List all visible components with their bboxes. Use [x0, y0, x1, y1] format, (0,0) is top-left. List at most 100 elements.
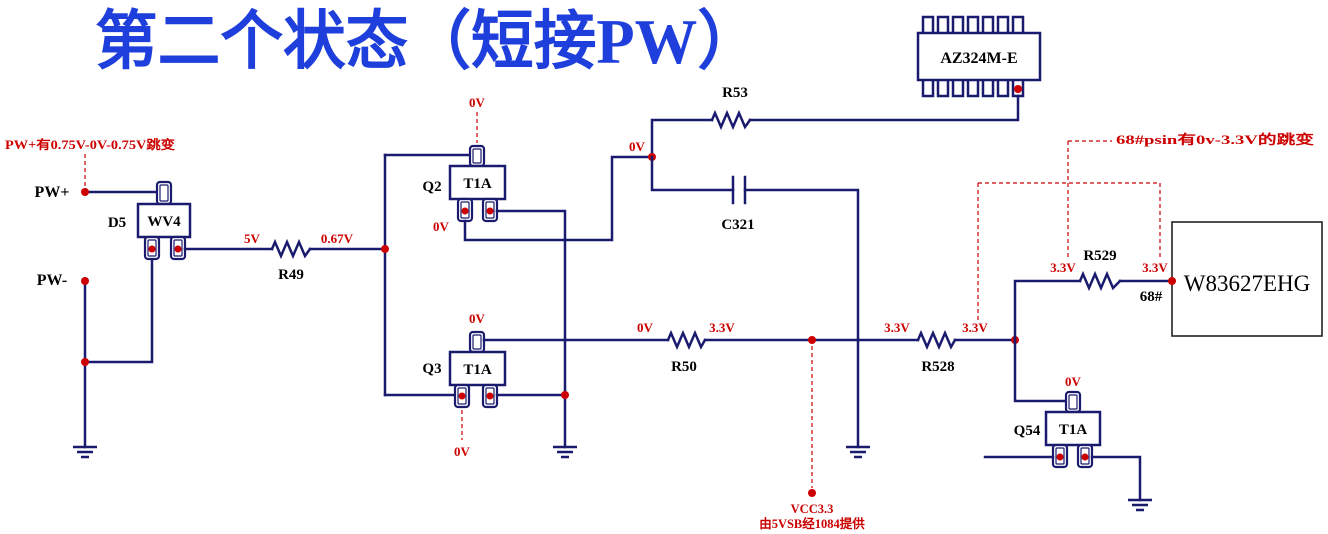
d5-pin-bottom-left-inner	[147, 239, 157, 257]
q3-transistor: T1A	[448, 330, 507, 409]
ground-symbol-c321	[846, 445, 870, 459]
q54-ref: Q54	[1014, 423, 1041, 439]
q2-bottom-voltage: 0V	[433, 219, 450, 234]
az324-top-pins	[921, 15, 1025, 33]
d5-ref: D5	[108, 215, 126, 231]
wire-r53-to-ic	[748, 94, 1020, 122]
diagram-title: 第二个状态（短接PW）	[95, 6, 760, 77]
pw-plus-note: PW+有0.75V-0V-0.75V跳变	[5, 137, 176, 152]
d5-part: WV4	[147, 214, 181, 230]
r528-ref: R528	[921, 359, 954, 375]
r53-resistor	[710, 109, 752, 131]
az324-part: AZ324M-E	[940, 50, 1017, 67]
q54-pin-bottom-left-inner	[1055, 447, 1065, 465]
w83627-part: W83627EHG	[1184, 271, 1310, 296]
r528-right-voltage: 3.3V	[962, 320, 988, 335]
r49-left-voltage: 5V	[244, 231, 261, 246]
q2-pin-bottom-left-inner	[460, 201, 470, 219]
q3-pin-bottom-right-inner	[485, 387, 495, 405]
d5-pin-bottom-right-inner	[173, 239, 183, 257]
q2-ref: Q2	[422, 179, 441, 195]
r529-resistor	[1078, 270, 1122, 292]
q3-pin-bottom-left-inner	[457, 387, 467, 405]
c321-ref: C321	[721, 217, 754, 233]
q2-pin-bottom-left-dot	[461, 207, 469, 215]
wire-node-to-r529	[1013, 279, 1082, 342]
q3-pin-top-inner	[472, 334, 482, 350]
r50-left-voltage: 0V	[637, 320, 654, 335]
r529-right-voltage: 3.3V	[1142, 260, 1168, 275]
q3-body	[448, 350, 507, 387]
d5-diode: WV4	[136, 180, 192, 261]
q3-ground-junction	[561, 391, 569, 399]
vcc-supply-note: 由5VSB经1084提供	[759, 516, 865, 531]
d5-pin-bottom-left-dot	[148, 245, 156, 253]
q54-pin-bottom-right-inner	[1080, 447, 1090, 465]
wire-node-to-r53	[650, 118, 714, 159]
q2-part: T1A	[463, 176, 492, 192]
vcc-name: VCC3.3	[791, 502, 834, 516]
q2-pin-top-inner	[472, 148, 482, 164]
pw-minus-label: PW-	[37, 272, 68, 289]
vcc-endpoint	[808, 489, 816, 497]
q2-pin-bottom-right-dot	[486, 207, 494, 215]
r529-left-voltage: 3.3V	[1050, 260, 1076, 275]
r49-resistor	[270, 238, 312, 260]
d5-pin-top-inner	[159, 184, 169, 202]
r53-node-voltage: 0V	[629, 139, 646, 154]
q54-pin-bottom-right-dot	[1081, 453, 1089, 461]
ic-w83627ehg: W83627EHG	[1168, 221, 1323, 337]
q2-top-voltage: 0V	[469, 95, 486, 110]
wire-node-to-q54	[1013, 338, 1068, 403]
r50-right-voltage: 3.3V	[709, 320, 735, 335]
psin-note: 68#psin有0v-3.3V的跳变	[1116, 132, 1314, 147]
wire-q54-to-ground	[1090, 455, 1142, 502]
q54-part: T1A	[1059, 422, 1088, 438]
psin-note-leader	[1067, 140, 1112, 258]
w83627-body	[1171, 221, 1323, 337]
ground-symbol-left	[73, 445, 97, 459]
wire-q2-to-r53-node	[463, 155, 654, 242]
wire-pw-minus-to-d5	[83, 257, 154, 364]
q3-part: T1A	[463, 362, 492, 378]
d5-pin-bottom-right-dot	[174, 245, 182, 253]
psin-bracket-leader	[977, 182, 1161, 320]
q3-pin-bottom-right-dot	[486, 392, 494, 400]
q54-transistor: T1A	[1044, 390, 1102, 469]
ground-symbol-q2	[553, 445, 577, 459]
c321-capacitor	[731, 175, 747, 205]
az324-input-pin-dot	[1014, 85, 1022, 93]
pw-minus-junction	[81, 358, 89, 366]
az324-bottom-pins	[921, 80, 1025, 98]
vcc-node	[808, 336, 816, 344]
r50-ref: R50	[671, 359, 697, 375]
q2-body	[448, 164, 507, 201]
ic-az324m-e: AZ324M-E	[916, 15, 1042, 98]
ground-symbol-q54	[1128, 498, 1152, 512]
pw-plus-label: PW+	[35, 184, 70, 201]
r528-resistor	[916, 329, 957, 351]
az324-body	[916, 31, 1042, 82]
q54-pin-bottom-left-dot	[1056, 453, 1064, 461]
w83627-pin-68-dot	[1168, 277, 1176, 285]
wire-q2-to-ground	[495, 209, 567, 449]
r53-ref: R53	[722, 85, 748, 101]
r49-ref: R49	[278, 267, 304, 283]
q54-body	[1044, 410, 1102, 447]
q54-top-voltage: 0V	[1065, 374, 1082, 389]
r49-output-node	[381, 245, 389, 253]
r529-ref: R529	[1083, 248, 1116, 264]
q3-ref: Q3	[422, 361, 441, 377]
w83627-pin-label: 68#	[1140, 289, 1163, 305]
wire-node-to-c321	[650, 155, 735, 192]
q3-bottom-voltage: 0V	[454, 444, 471, 459]
q3-top-voltage: 0V	[469, 311, 486, 326]
q54-pin-top-inner	[1068, 394, 1078, 410]
d5-body	[136, 202, 192, 239]
pw-minus-node	[81, 277, 89, 285]
r528-left-voltage: 3.3V	[884, 320, 910, 335]
pw-plus-node	[81, 188, 89, 196]
r50-resistor	[666, 329, 707, 351]
wire-c321-to-ground	[743, 188, 860, 449]
q3-pin-bottom-left-dot	[458, 392, 466, 400]
